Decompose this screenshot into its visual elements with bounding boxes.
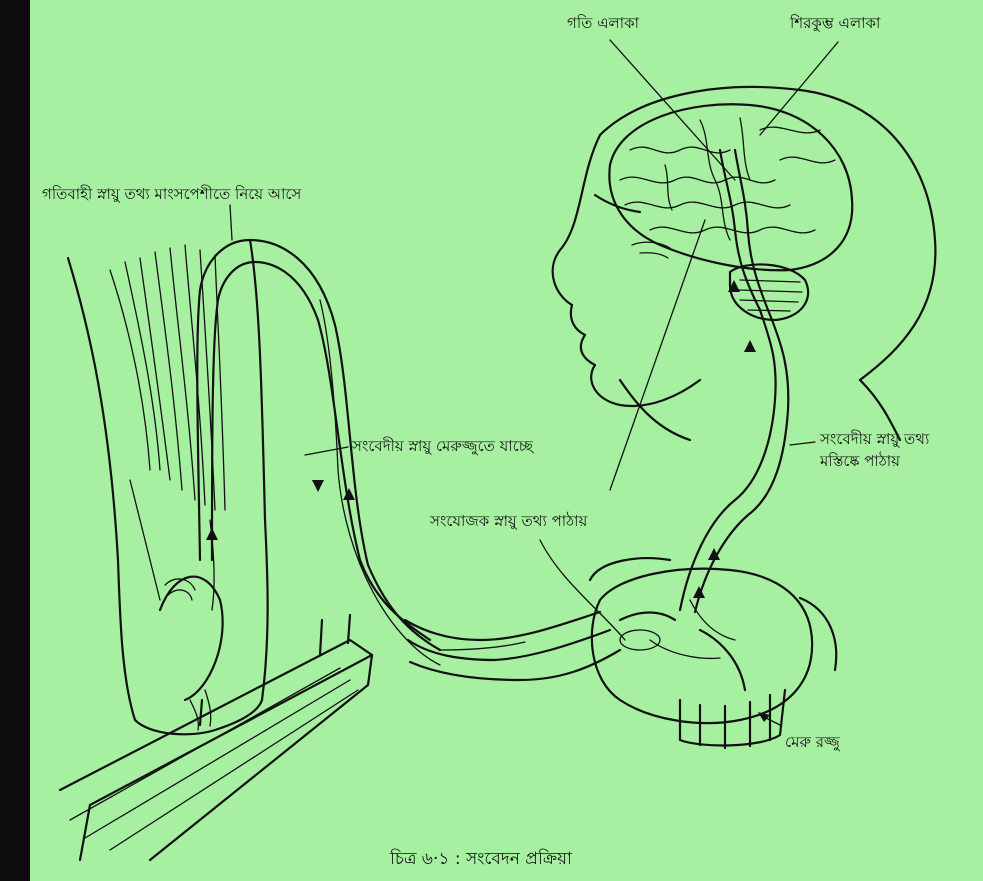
label-sensory-to-brain-line2: মস্তিষ্কে পাঠায় — [820, 452, 900, 470]
label-spinal-cord: মেরু রজ্জু — [785, 733, 840, 751]
label-sensory-to-brain-line1: সংবেদীয় স্নায়ু তথ্য — [820, 430, 929, 448]
label-connector-nerve: সংযোজক স্নায়ু তথ্য পাঠায় — [430, 512, 587, 530]
figure-caption: চিত্র ৬·১ : সংবেদন প্রক্রিয়া — [390, 846, 572, 874]
label-parietal-area: শিরকুম্ভ এলাকা — [790, 14, 880, 32]
label-sensory-to-spine: সংবেদীয় স্নায়ু মেরুজ্জুতে যাচ্ছে — [352, 437, 533, 455]
label-motor-nerve: গতিবাহী স্নায়ু তথ্য মাংসপেশীতে নিয়ে আস… — [42, 185, 301, 203]
label-motor-area: গতি এলাকা — [567, 14, 639, 32]
